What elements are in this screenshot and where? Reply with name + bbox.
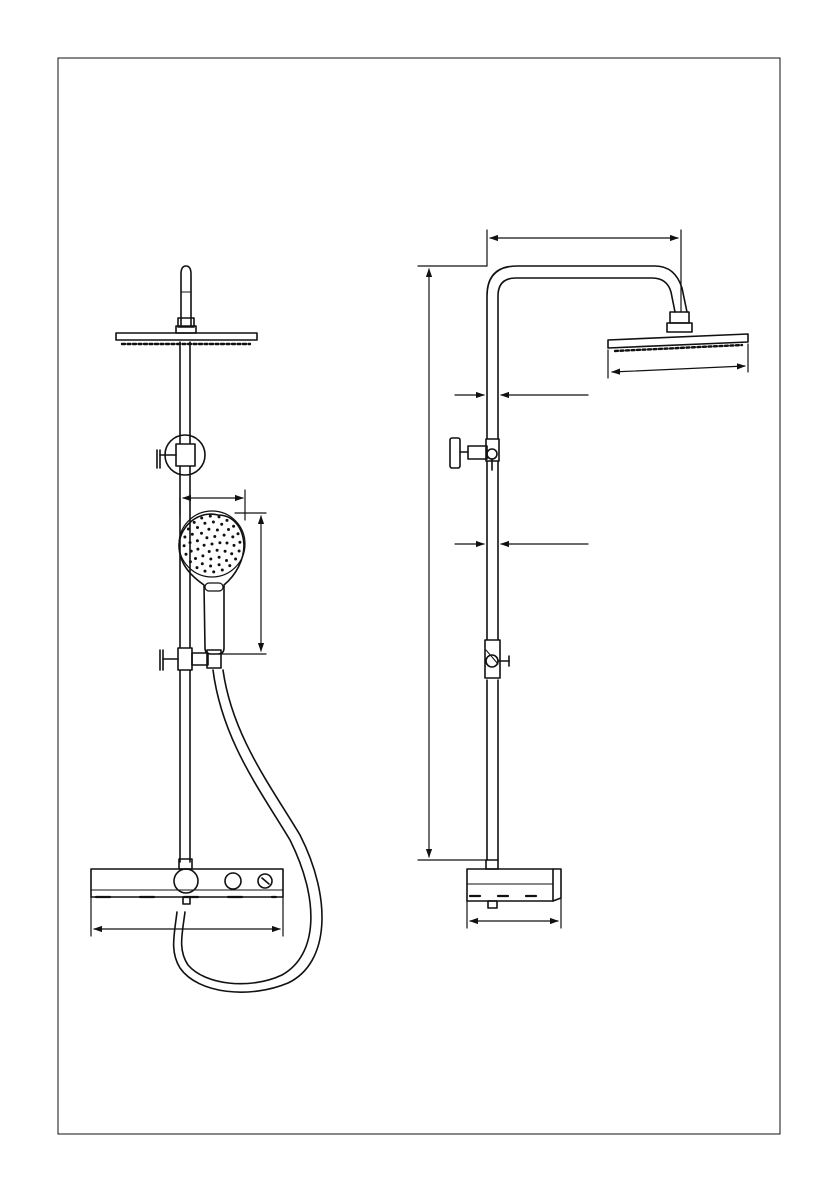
side-riser-and-arm bbox=[487, 266, 687, 860]
shower-arm-top bbox=[178, 266, 194, 327]
spray-nozzle bbox=[196, 548, 199, 551]
spray-nozzle bbox=[238, 541, 241, 544]
page-frame bbox=[58, 58, 780, 1134]
side-wall-bracket bbox=[450, 438, 499, 470]
riser-pipe bbox=[180, 342, 190, 862]
side-slider bbox=[485, 640, 509, 678]
spray-nozzle bbox=[238, 550, 241, 553]
spray-nozzle bbox=[218, 556, 221, 559]
spray-nozzle bbox=[218, 515, 221, 518]
spray-nozzle bbox=[193, 521, 196, 524]
spray-nozzle bbox=[187, 528, 190, 531]
spray-nozzle bbox=[200, 517, 203, 520]
spray-nozzle bbox=[196, 566, 199, 569]
spray-nozzle bbox=[232, 525, 235, 528]
dimension-lines-side bbox=[418, 230, 748, 928]
front-view bbox=[91, 266, 322, 992]
side-rain-shower-head bbox=[608, 312, 748, 351]
spray-nozzle bbox=[203, 522, 206, 525]
spray-nozzle bbox=[201, 554, 204, 557]
spray-nozzle bbox=[237, 532, 240, 535]
spray-nozzle bbox=[185, 553, 188, 556]
spray-nozzle bbox=[225, 559, 228, 562]
spray-nozzle bbox=[218, 563, 221, 566]
spray-nozzle bbox=[205, 536, 208, 539]
spray-nozzle bbox=[191, 533, 194, 536]
spray-nozzle bbox=[224, 550, 227, 553]
spray-nozzle bbox=[221, 569, 224, 572]
hand-shower-holder bbox=[160, 648, 221, 670]
spray-nozzle bbox=[223, 534, 226, 537]
wall-bracket bbox=[157, 435, 205, 475]
hand-shower-nozzles bbox=[183, 515, 242, 574]
side-thermostatic-mixer bbox=[467, 860, 561, 908]
spray-nozzle bbox=[216, 529, 219, 532]
spray-nozzle bbox=[183, 544, 186, 547]
spray-nozzle bbox=[234, 558, 237, 561]
spray-nozzle bbox=[226, 542, 229, 545]
spray-nozzle bbox=[231, 535, 234, 538]
spray-nozzle bbox=[196, 526, 199, 529]
spray-nozzle bbox=[208, 550, 211, 553]
spray-nozzle bbox=[227, 528, 230, 531]
thermostatic-mixer bbox=[91, 859, 283, 904]
shower-hose bbox=[174, 670, 322, 992]
spray-nozzle bbox=[190, 550, 193, 553]
spray-nozzle bbox=[213, 535, 216, 538]
spray-nozzle bbox=[211, 543, 214, 546]
spray-nozzle bbox=[216, 549, 219, 552]
spray-nozzle bbox=[209, 558, 212, 561]
spray-nozzle bbox=[183, 536, 186, 539]
spray-nozzle bbox=[194, 557, 197, 560]
spray-nozzle bbox=[209, 565, 212, 568]
spray-nozzle bbox=[218, 541, 221, 544]
spray-nozzle bbox=[203, 544, 206, 547]
spray-nozzle bbox=[230, 552, 233, 555]
spray-nozzle bbox=[200, 532, 203, 535]
spray-nozzle bbox=[204, 570, 207, 573]
spray-nozzle bbox=[189, 560, 192, 563]
spray-nozzle bbox=[196, 539, 199, 542]
spray-nozzle bbox=[212, 570, 215, 573]
spray-nozzle bbox=[228, 564, 231, 567]
rain-shower-head bbox=[116, 326, 257, 344]
spray-nozzle bbox=[233, 544, 236, 547]
spray-nozzle bbox=[207, 528, 210, 531]
spray-nozzle bbox=[226, 519, 229, 522]
spray-nozzle bbox=[201, 562, 204, 565]
hand-shower bbox=[179, 511, 245, 654]
spray-nozzle bbox=[220, 523, 223, 526]
side-view bbox=[418, 230, 748, 928]
spray-nozzle bbox=[212, 521, 215, 524]
spray-nozzle bbox=[209, 515, 212, 518]
spray-nozzle bbox=[189, 541, 192, 544]
